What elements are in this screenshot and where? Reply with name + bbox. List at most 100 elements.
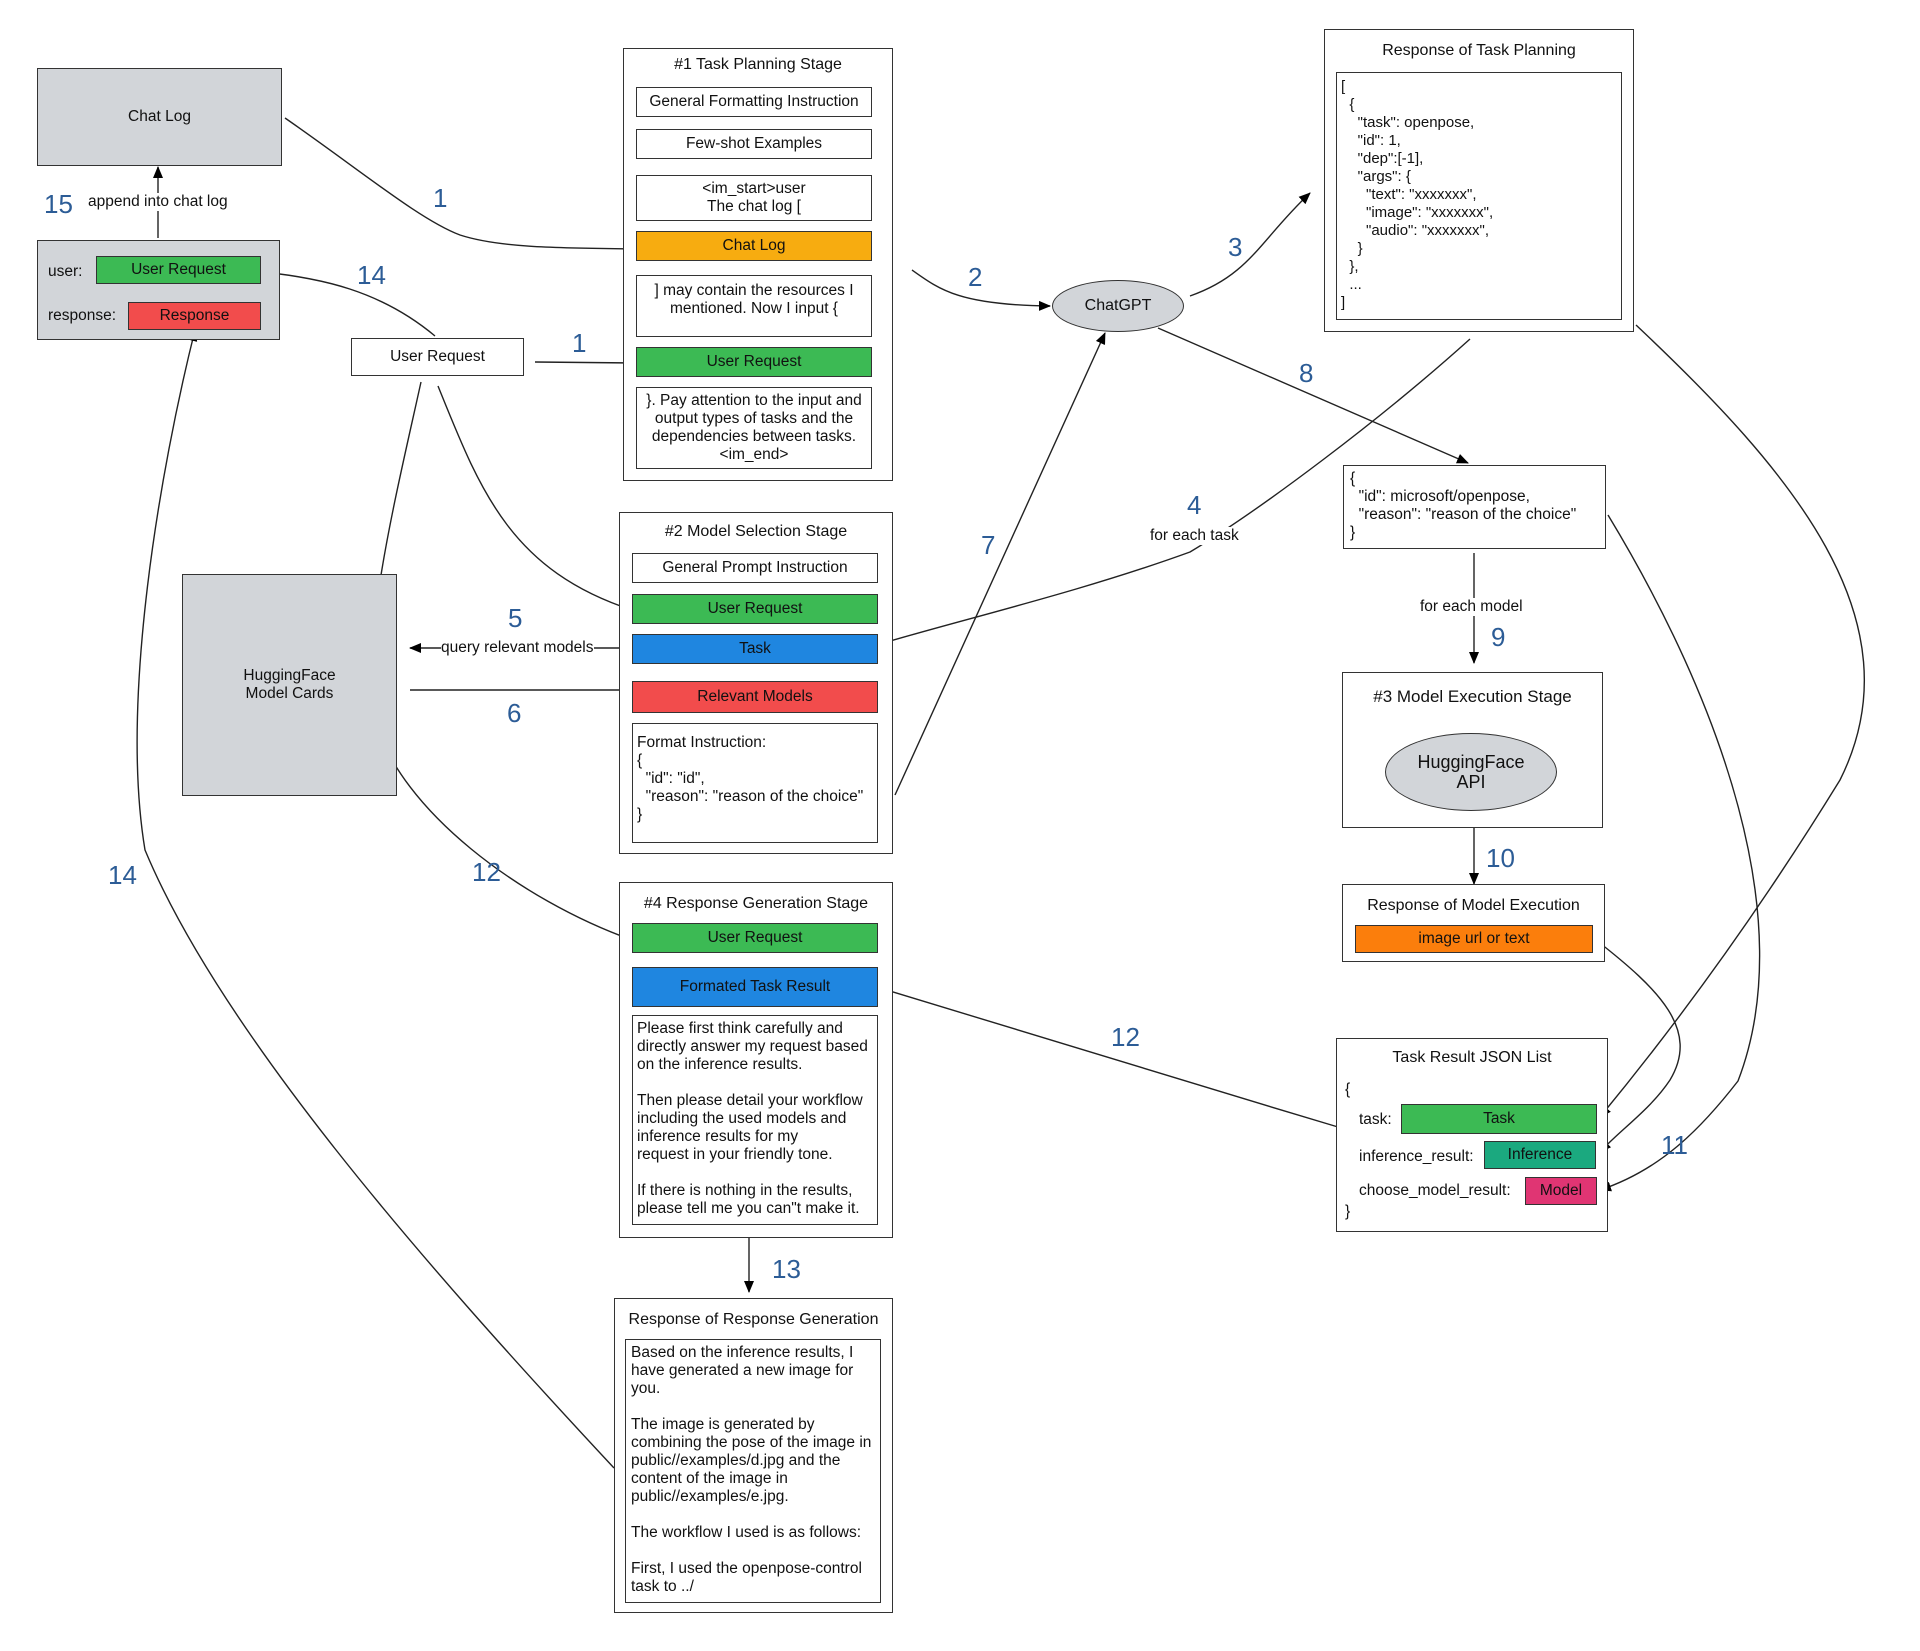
- edge-8: [1157, 327, 1469, 464]
- task-result-task-text: Task: [1483, 1110, 1515, 1127]
- user-label: user:: [48, 263, 83, 280]
- stage2-relevant-models-text: Relevant Models: [697, 688, 813, 705]
- stage1-attention-text: }. Pay attention to the input and output…: [646, 392, 862, 463]
- huggingface-api-text: HuggingFace API: [1417, 752, 1525, 792]
- stage2-format-instruction: Format Instruction: { "id": "id", "reaso…: [632, 723, 878, 843]
- task-result-model-text: Model: [1539, 1182, 1583, 1199]
- model-label: choose_model_result:: [1359, 1182, 1511, 1199]
- step-number-6: 6: [507, 698, 522, 728]
- inference-label: inference_result:: [1359, 1148, 1474, 1165]
- task-planning-stage: #1 Task Planning Stage General Formattin…: [623, 48, 893, 481]
- task-result-inference-text: Inference: [1507, 1146, 1573, 1163]
- stage1-general-instruction: General Formatting Instruction: [636, 87, 872, 117]
- stage2-title: #2 Model Selection Stage: [664, 523, 848, 540]
- model-choice-text: { "id": microsoft/openpose, "reason": "r…: [1350, 470, 1577, 541]
- stage1-resources-text: ] may contain the resources I mentioned.…: [654, 282, 854, 317]
- stage4-instructions-text: Please first think carefully and directl…: [637, 1020, 868, 1217]
- stage2-task-text: Task: [739, 640, 771, 657]
- huggingface-model-cards-text: HuggingFace Model Cards: [243, 667, 336, 702]
- task-planning-response-title: Response of Task Planning: [1382, 42, 1576, 59]
- stage2-user-request: User Request: [632, 594, 878, 624]
- response-generation-body: Based on the inference results, I have g…: [625, 1339, 881, 1603]
- edge-4: [879, 338, 1471, 646]
- stage1-im-start-text: <im_start>user The chat log [: [702, 180, 806, 215]
- stage4-title: #4 Response Generation Stage: [643, 895, 869, 912]
- edge-2: [911, 269, 1051, 311]
- execution-response-value: image url or text: [1355, 925, 1593, 953]
- stage1-resources: ] may contain the resources I mentioned.…: [636, 275, 872, 337]
- stage1-chat-log: Chat Log: [636, 231, 872, 261]
- edge-11-model: [1595, 939, 1681, 1153]
- stage1-attention: }. Pay attention to the input and output…: [636, 387, 872, 469]
- edge-1-user-request: [534, 357, 637, 368]
- step-number-14-user: 14: [357, 260, 386, 290]
- step-number-1-chat-log: 1: [433, 183, 448, 213]
- user-request-node: User Request: [351, 338, 524, 376]
- record-response-text: Response: [159, 307, 230, 324]
- response-label: response:: [48, 307, 117, 324]
- edge-user-to-stage2: [437, 385, 633, 612]
- execution-response-value-text: image url or text: [1418, 930, 1530, 947]
- step-number-8: 8: [1299, 358, 1314, 388]
- stage2-general-instruction: General Prompt Instruction: [632, 553, 878, 583]
- task-result-title: Task Result JSON List: [1392, 1049, 1552, 1066]
- chat-log-title: Chat Log: [128, 108, 191, 125]
- stage4-user-request-text: User Request: [707, 929, 803, 946]
- task-planning-json: [ { "task": openpose, "id": 1, "dep":[-1…: [1336, 72, 1622, 320]
- model-execution-response: Response of Model Execution image url or…: [1342, 884, 1605, 962]
- step-number-12-user: 12: [472, 857, 501, 887]
- for-each-model-label: for each model: [1420, 598, 1523, 616]
- stage1-user-request-text: User Request: [706, 353, 802, 370]
- stage1-few-shot: Few-shot Examples: [636, 129, 872, 159]
- stage4-instructions: Please first think carefully and directl…: [632, 1015, 878, 1225]
- task-result-model: Model: [1525, 1177, 1597, 1205]
- chatgpt-text: ChatGPT: [1084, 297, 1152, 314]
- chat-record-box: user: User Request response: Response: [37, 240, 280, 340]
- stage1-general-text: General Formatting Instruction: [649, 93, 859, 110]
- response-generation-output: Response of Response Generation Based on…: [614, 1298, 893, 1613]
- response-generation-title: Response of Response Generation: [628, 1311, 879, 1328]
- stage2-relevant-models: Relevant Models: [632, 681, 878, 713]
- huggingface-model-cards: HuggingFace Model Cards: [182, 574, 397, 796]
- edge-12-result: [879, 986, 1339, 1128]
- model-selection-stage: #2 Model Selection Stage General Prompt …: [619, 512, 893, 854]
- task-planning-json-text: [ { "task": openpose, "id": 1, "dep":[-1…: [1341, 78, 1494, 311]
- task-label: task:: [1359, 1111, 1392, 1128]
- step-number-1-user-request: 1: [572, 328, 587, 358]
- user-request-node-text: User Request: [390, 348, 485, 365]
- step-number-14-response: 14: [108, 860, 137, 890]
- step-number-10: 10: [1486, 843, 1515, 873]
- stage4-formatted-task-result: Formated Task Result: [632, 967, 878, 1007]
- append-label: append into chat log: [88, 193, 228, 211]
- step-number-13: 13: [772, 1254, 801, 1284]
- model-choice-box: { "id": microsoft/openpose, "reason": "r…: [1343, 465, 1606, 549]
- for-each-task-label: for each task: [1150, 527, 1239, 545]
- execution-response-title: Response of Model Execution: [1367, 897, 1580, 914]
- stage1-few-shot-text: Few-shot Examples: [685, 135, 823, 152]
- edge-14-response: [136, 329, 615, 1469]
- edge-1-chat-log: [284, 117, 637, 254]
- chatgpt-node: ChatGPT: [1052, 280, 1184, 332]
- record-user-request-text: User Request: [131, 261, 226, 278]
- stage1-title: #1 Task Planning Stage: [674, 56, 842, 73]
- task-result-inference: Inference: [1484, 1141, 1596, 1169]
- stage4-user-request: User Request: [632, 923, 878, 953]
- task-result-json-list: Task Result JSON List { task: Task infer…: [1336, 1038, 1608, 1232]
- step-number-9: 9: [1491, 622, 1506, 652]
- step-number-11: 11: [1661, 1130, 1688, 1160]
- task-result-close-brace: }: [1345, 1203, 1351, 1220]
- task-result-task: Task: [1401, 1104, 1597, 1134]
- stage3-title: #3 Model Execution Stage: [1373, 687, 1572, 706]
- edge-11-inference: [1599, 514, 1761, 1192]
- stage1-chat-log-text: Chat Log: [722, 237, 786, 254]
- stage2-task: Task: [632, 634, 878, 664]
- edge-3: [1189, 192, 1311, 297]
- step-number-12-result: 12: [1111, 1022, 1140, 1052]
- step-number-3: 3: [1228, 232, 1243, 262]
- step-number-4: 4: [1187, 490, 1202, 520]
- stage2-user-request-text: User Request: [707, 600, 803, 617]
- edge-11-task: [1599, 324, 1865, 1118]
- edge-7: [894, 332, 1106, 796]
- chat-log-box: Chat Log: [37, 68, 282, 166]
- stage1-user-request: User Request: [636, 347, 872, 377]
